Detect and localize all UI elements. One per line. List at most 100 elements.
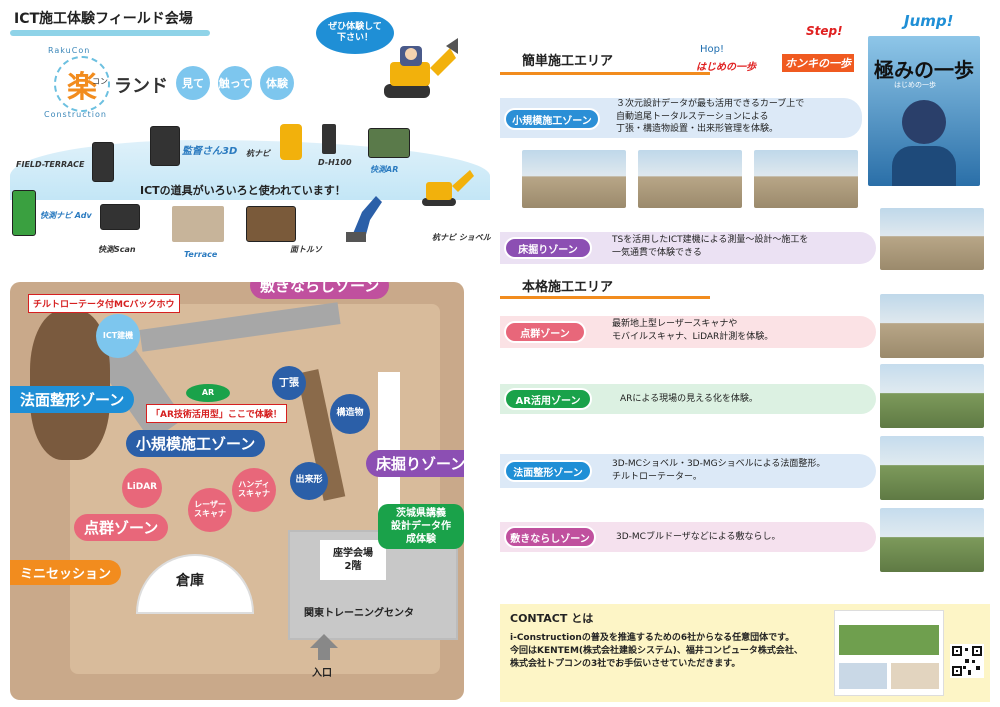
- kuiyu-navi-label: 杭ナビ: [246, 149, 270, 158]
- hop-text: はじめの一歩: [696, 62, 756, 73]
- logo-bottom-text: Construction: [44, 110, 107, 119]
- navi-phone-icon: [12, 190, 36, 236]
- entrance-label[interactable]: 入口: [312, 668, 332, 679]
- spreading-strip: [378, 372, 400, 522]
- full-row-4-text: 3D-MCブルドーザなどによる敷ならし。: [616, 532, 781, 542]
- ido-toru-screen-icon: [246, 206, 296, 242]
- full-row-2-label[interactable]: AR活用ゾーン: [504, 388, 592, 410]
- zone-tengun[interactable]: 点群ゾーン: [74, 514, 169, 541]
- ict-kenki-circle: ICT建機: [96, 314, 140, 358]
- zone-ibaraki[interactable]: 茨城県講義 設計データ作成体験: [378, 504, 464, 549]
- book-title: 極みの一歩: [874, 58, 974, 82]
- logo-top-text: RakuCon: [48, 46, 91, 55]
- contact-text: i-Constructionの普及を推進するための6社からなる任意団体です。 今…: [510, 633, 803, 670]
- full-row-2-text: ARによる現場の見える化を体験。: [620, 394, 758, 404]
- website-hero-image: [839, 625, 939, 655]
- phone-icon: [92, 142, 114, 182]
- contact-box: CONTACT とは i-Constructionの普及を推進するための6社から…: [500, 604, 990, 702]
- website-thumb-1: [839, 663, 887, 689]
- easy-row-1-label[interactable]: 小規模施工ゾーン: [504, 108, 600, 130]
- full-row-1-text: 最新地上型レーザースキャナや モバイルスキャナ、LiDAR計測を体験。: [612, 319, 774, 342]
- jump-label: Jump!: [904, 12, 954, 30]
- kuiyu-shovel-label: 杭ナビ ショベル: [432, 233, 491, 242]
- logo-kon: コン: [92, 77, 108, 86]
- kaisoku-ar-label: 快測AR: [370, 165, 399, 174]
- contact-title: CONTACT とは: [510, 612, 594, 625]
- chouhari-circle: 丁張: [272, 366, 306, 400]
- small-excavator-icon: [422, 170, 474, 206]
- speech-text: ぜひ体験して 下さい！: [328, 22, 382, 43]
- rakucon-logo: RakuCon 楽 コン ランド Construction: [40, 46, 170, 120]
- step-label: Step!: [806, 24, 843, 38]
- page-title: ICT施工体験フィールド会場: [14, 11, 193, 27]
- hop-label: Hop!: [700, 44, 724, 55]
- bubble-miru: 見て: [176, 66, 210, 100]
- easy-photo-2: [638, 150, 742, 208]
- training-center-label: 関東トレーニングセンタ: [304, 608, 414, 619]
- field-map: 座学会場 2階 関東トレーニングセンタ 入口 倉庫 ICT建機 AR 丁張 構造…: [10, 282, 464, 700]
- terrace-label: Terrace: [184, 250, 218, 259]
- book-subtitle: はじめの一歩: [894, 81, 936, 89]
- ict-band-caption: ICTの道具がいろいろと使われています！: [140, 184, 346, 197]
- ar-photo: [880, 364, 984, 428]
- gnss-receiver-icon: [322, 124, 336, 154]
- zone-tokobori[interactable]: 床掘りゾーン: [366, 450, 464, 477]
- full-row-4-label[interactable]: 敷きならしゾーン: [504, 526, 596, 548]
- robot-body-icon: [892, 146, 956, 186]
- logo-kanji: 楽: [54, 56, 110, 112]
- title-underline: [10, 30, 210, 36]
- full-row-3-text: 3D-MCショベル・3D-MGショベルによる法面整形。 チルトローテーター。: [612, 459, 826, 482]
- entrance-arrow-icon: [310, 634, 338, 660]
- ar-tablet-icon: [368, 128, 410, 158]
- ido-toru-label: 面トルソ: [290, 245, 322, 254]
- full-area-title: 本格施工エリア: [522, 280, 614, 295]
- seminar-room-label: 座学会場 2階: [320, 540, 386, 580]
- lidar-circle: LiDAR: [122, 468, 162, 508]
- dekigata-circle: 出来形: [290, 462, 328, 500]
- chiltrot-tag: チルトローテータ付MCバックホウ: [28, 294, 180, 313]
- website-thumb-2: [891, 663, 939, 689]
- tengun-photo: [880, 294, 984, 358]
- full-row-3-label[interactable]: 法面整形ゾーン: [504, 460, 592, 482]
- shikinarashi-photo: [880, 508, 984, 572]
- laser-scanner-circle: レーザー スキャナ: [188, 488, 232, 532]
- easy-row-2-text: TSを活用したICT建機による測量～設計～施工を 一気通貫で体験できる: [612, 235, 809, 258]
- logo-name: ランド: [114, 76, 168, 97]
- step-text: ホンキの一歩: [782, 54, 854, 72]
- zone-shokibo[interactable]: 小規模施工ゾーン: [126, 430, 266, 457]
- easy-area-rule: [500, 72, 710, 75]
- zone-mini-session[interactable]: ミニセッション: [10, 560, 122, 585]
- bubble-sawaru: 触って: [218, 66, 252, 100]
- easy-row-1-text: ３次元設計データが最も活用できるカーブ上で 自動追尾トータルステーションによる …: [616, 99, 805, 135]
- tablet-icon: [150, 126, 180, 166]
- qr-code-icon[interactable]: [950, 644, 984, 678]
- kouzoubutsu-circle: 構造物: [330, 394, 370, 434]
- easy-area-title: 簡単施工エリア: [522, 54, 614, 69]
- kaisoku-scan-label: 快測Scan: [98, 245, 136, 254]
- bubble-taiken: 体験: [260, 66, 294, 100]
- robot-head-icon: [902, 100, 946, 144]
- zone-shikinarashi[interactable]: 敷きならしゾーン: [250, 282, 390, 299]
- full-row-1-label[interactable]: 点群ゾーン: [504, 321, 586, 343]
- full-area-rule: [500, 296, 710, 299]
- d-h100-label: D-H100: [318, 158, 352, 167]
- worker-photo: [172, 206, 224, 242]
- website-screenshot: [834, 610, 944, 696]
- warehouse-label: 倉庫: [176, 573, 204, 589]
- handy-scanner-circle: ハンディ スキャナ: [232, 468, 276, 512]
- mascot-excavator-icon: [384, 38, 458, 98]
- field-terrace-label: FIELD-TERRACE: [16, 160, 85, 169]
- easy-row-2-label[interactable]: 床掘りゾーン: [504, 237, 592, 259]
- blue-excavator-icon: [346, 196, 382, 242]
- ar-circle: AR: [186, 384, 230, 402]
- ar-experience-tag: 「AR技術活用型」ここで体験！: [146, 404, 287, 423]
- book-cover: 極みの一歩 はじめの一歩: [868, 36, 980, 186]
- hoomen-photo: [880, 436, 984, 500]
- tokobori-photo: [880, 208, 984, 270]
- easy-photo-1: [522, 150, 626, 208]
- zone-hoomen[interactable]: 法面整形ゾーン: [10, 386, 135, 413]
- scan-tablet-icon: [100, 204, 140, 230]
- easy-photo-3: [754, 150, 858, 208]
- total-station-icon: [280, 124, 302, 160]
- kantoku-3d-label: 監督さん3D: [182, 146, 238, 157]
